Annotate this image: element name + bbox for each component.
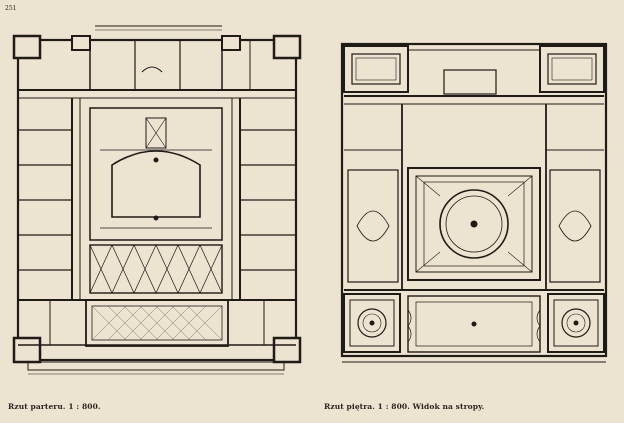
upper-floor-drawing bbox=[340, 42, 608, 363]
upper-floor-caption: Rzut piętra. 1 : 800. Widok na stropy. bbox=[324, 402, 485, 411]
page-number-mark: 251 bbox=[5, 5, 17, 12]
ground-floor-caption: Rzut parteru. 1 : 800. bbox=[8, 402, 101, 411]
upper-floor-plan: Rzut piętra. 1 : 800. Widok na stropy. bbox=[312, 0, 624, 423]
ground-floor-plan: Rzut parteru. 1 : 800. bbox=[8, 25, 302, 411]
ground-floor-drawing bbox=[12, 25, 302, 375]
